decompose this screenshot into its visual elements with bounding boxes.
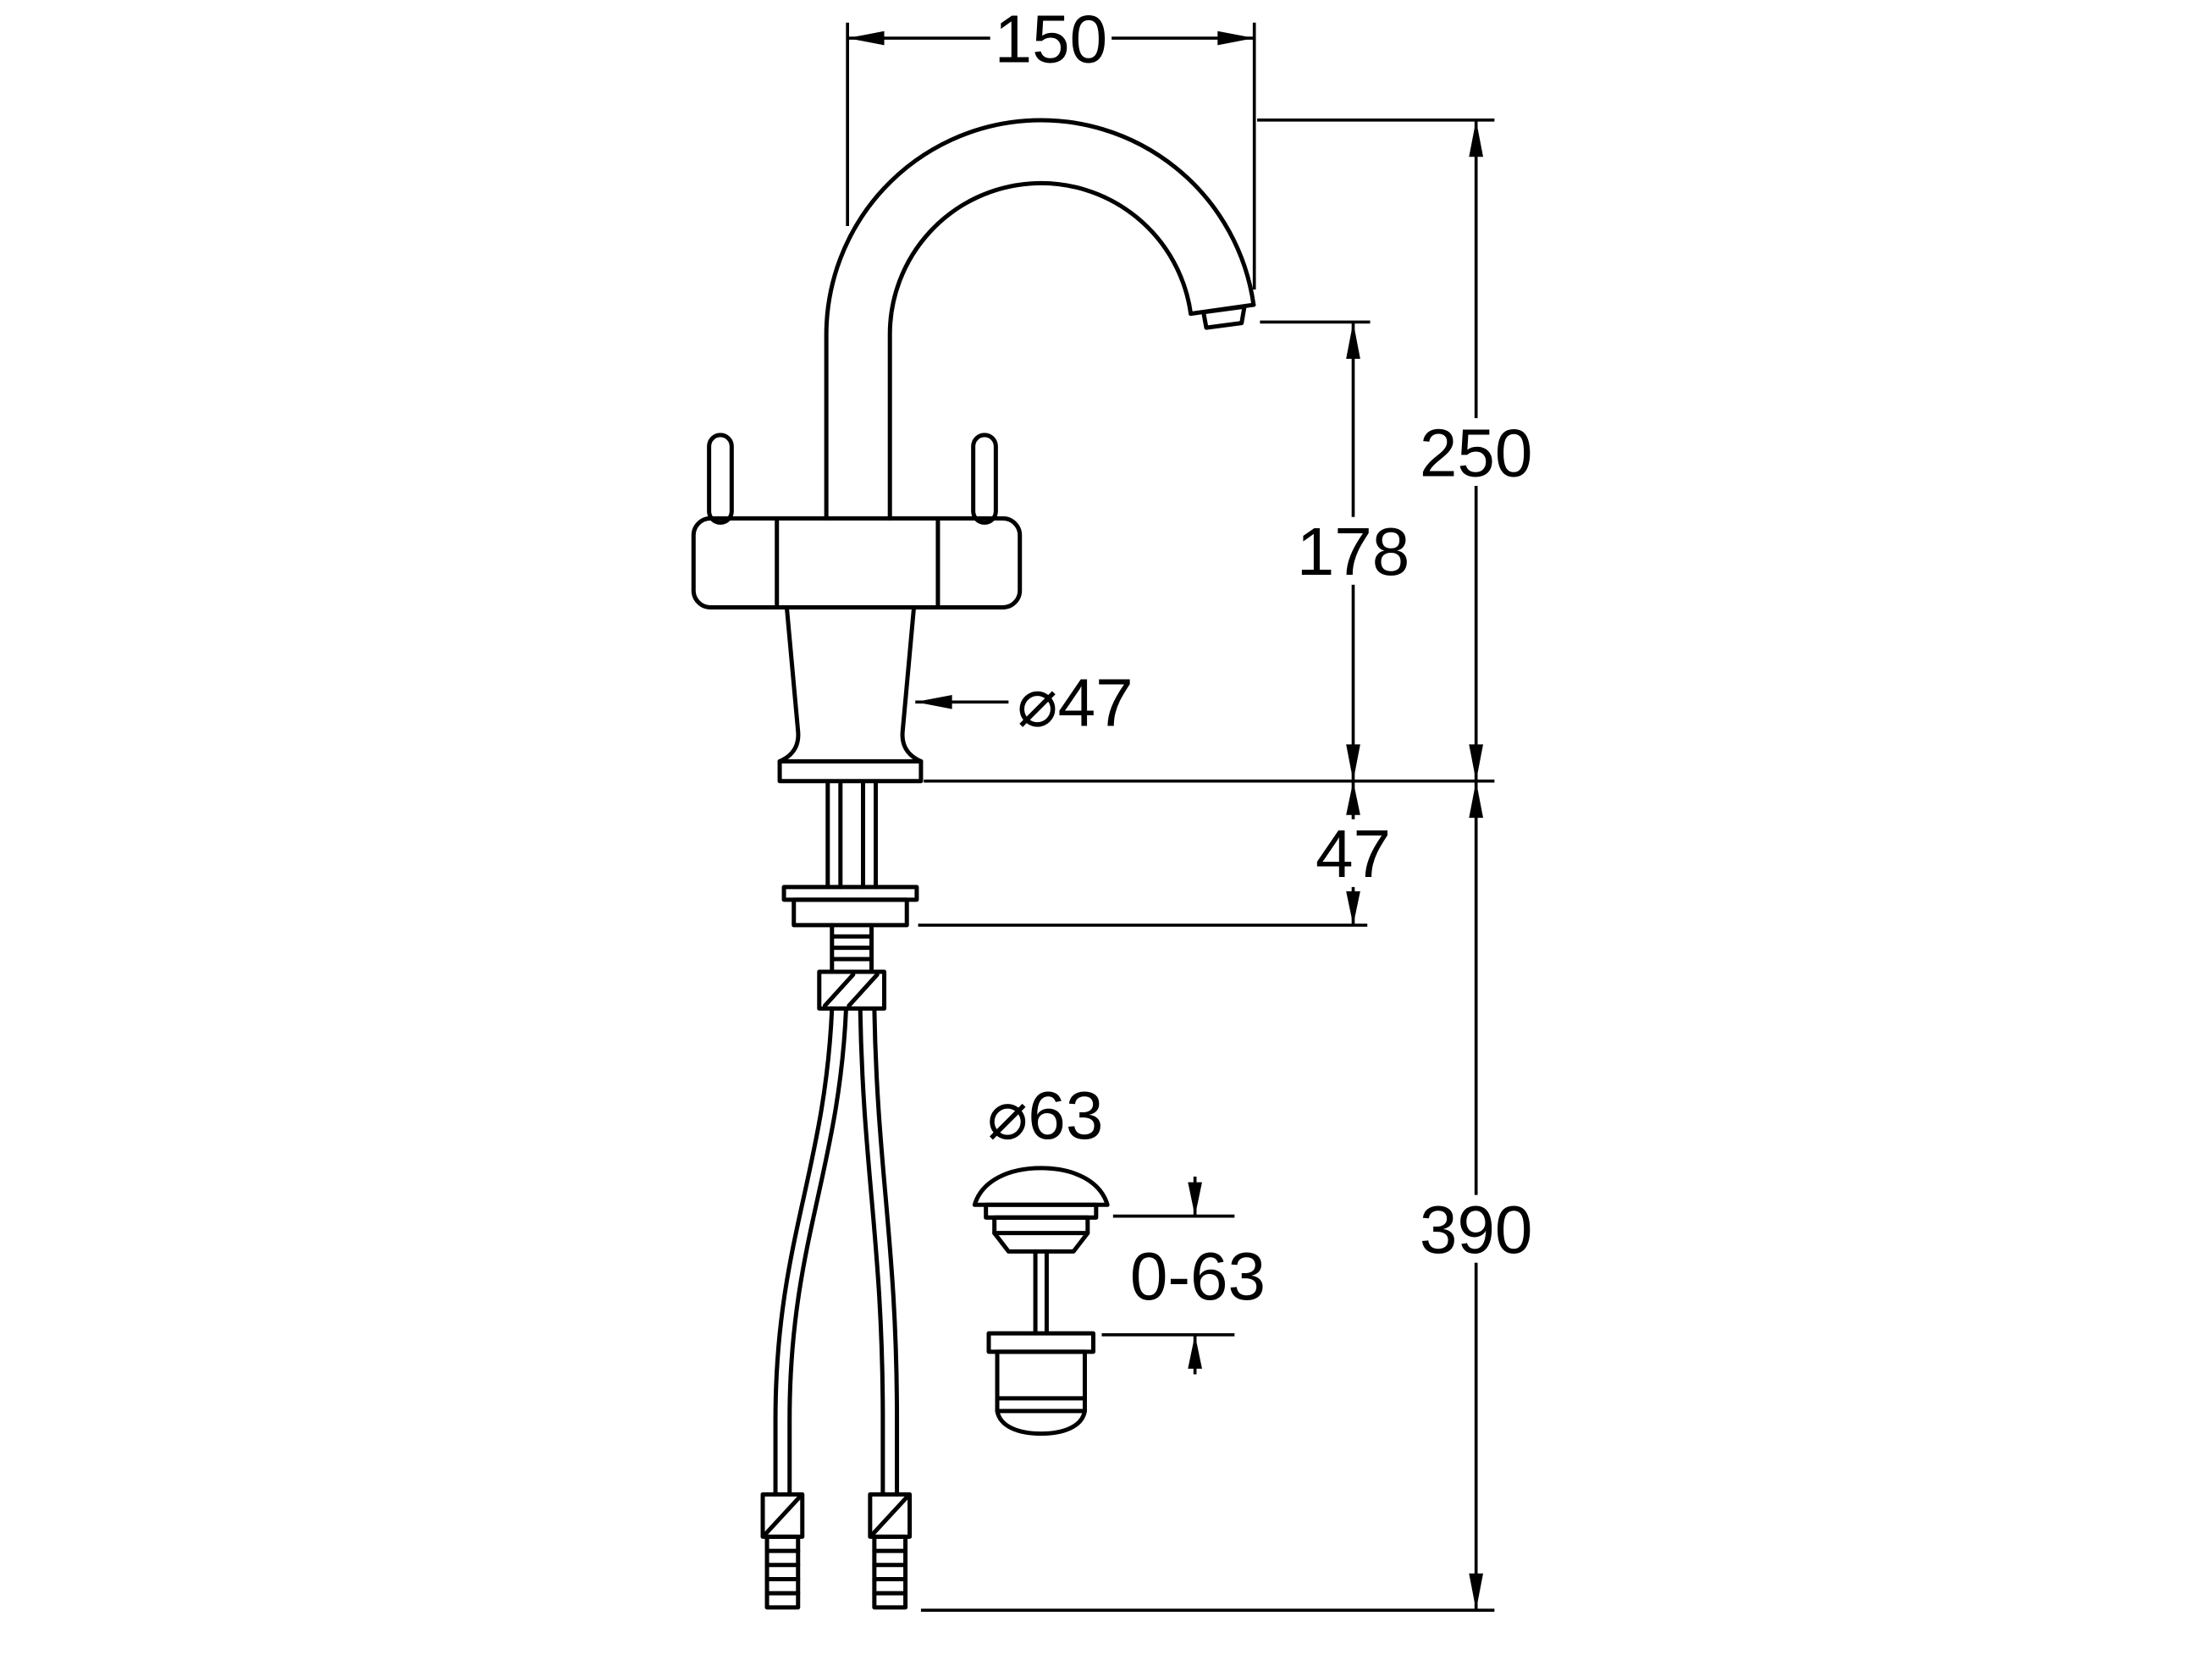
hose-right [858, 1006, 900, 1497]
mask-150 [990, 5, 1112, 71]
connector-nut-hatch [763, 1495, 802, 1536]
popup-waste-plug [972, 1166, 1110, 1437]
arrowhead [1346, 322, 1360, 359]
connector-nut-hatch [870, 1495, 909, 1536]
mask-178 [1294, 516, 1413, 585]
dimension-text-masks [990, 5, 1536, 1263]
waste-body-bottom [995, 1409, 1087, 1437]
dimension-labels: 150 250 178 ⌀47 47 ⌀63 0-63 390 [987, 0, 1532, 1314]
mounting-plate [792, 897, 909, 928]
dim-label-overall-height: 250 [1420, 414, 1533, 490]
hose-connector-left [760, 1492, 805, 1610]
waste-body [995, 1349, 1087, 1414]
arrowhead [1469, 119, 1484, 157]
arrowhead [1469, 780, 1484, 819]
spout-aerator-nozzle [1201, 304, 1247, 330]
body-column [777, 604, 924, 784]
waste-dome-cap [972, 1166, 1110, 1207]
mounting-nut [817, 969, 887, 1011]
mixer-body-bar [691, 516, 1023, 609]
arrowhead [1346, 780, 1360, 815]
handle-pin-left [707, 433, 734, 525]
arrowhead [1217, 30, 1255, 46]
spout-inner-curve [887, 180, 1194, 521]
dim-label-spout-reach: 150 [995, 0, 1108, 76]
hose-left [773, 1006, 848, 1497]
dim-label-shank-length: 47 [1316, 815, 1391, 891]
dim-label-waste-adjust: 0-63 [1130, 1238, 1266, 1314]
mounting-nut-hatch [822, 972, 880, 1008]
hose-connector-right [868, 1492, 913, 1610]
arrowhead [1188, 1334, 1202, 1369]
arrowhead [1346, 744, 1360, 781]
arrowhead [1346, 891, 1360, 925]
connector-thread [764, 1534, 801, 1610]
arrowhead [1469, 744, 1484, 781]
arrowhead [847, 30, 885, 46]
arrowhead [1469, 1573, 1484, 1611]
connector-thread [872, 1534, 908, 1610]
connector-thread-ribs [764, 1548, 801, 1596]
faucet-outline [691, 118, 1256, 1610]
dim-label-body-diameter: ⌀47 [1017, 665, 1133, 741]
waste-body-flange [986, 1331, 1095, 1354]
arrowhead [1188, 1182, 1202, 1216]
waste-stem [1033, 1249, 1049, 1336]
mask-250 [1416, 417, 1536, 486]
dim-label-hose-length: 390 [1420, 1191, 1533, 1267]
dimension-arrowheads [847, 30, 1484, 1611]
threaded-tube [830, 923, 874, 974]
handle-pin-right [971, 433, 998, 525]
shank-pipe-lines [825, 780, 879, 890]
mask-390 [1416, 1194, 1536, 1263]
mask-47 [1315, 819, 1392, 887]
arrowhead [915, 694, 952, 709]
dim-label-waste-diameter: ⌀63 [987, 1077, 1103, 1153]
connector-thread-ribs [872, 1548, 908, 1596]
spout-outer-curve [824, 118, 1256, 521]
waste-taper [992, 1231, 1090, 1254]
waste-disc-lower [992, 1215, 1090, 1236]
dim-label-outlet-height: 178 [1297, 513, 1410, 589]
